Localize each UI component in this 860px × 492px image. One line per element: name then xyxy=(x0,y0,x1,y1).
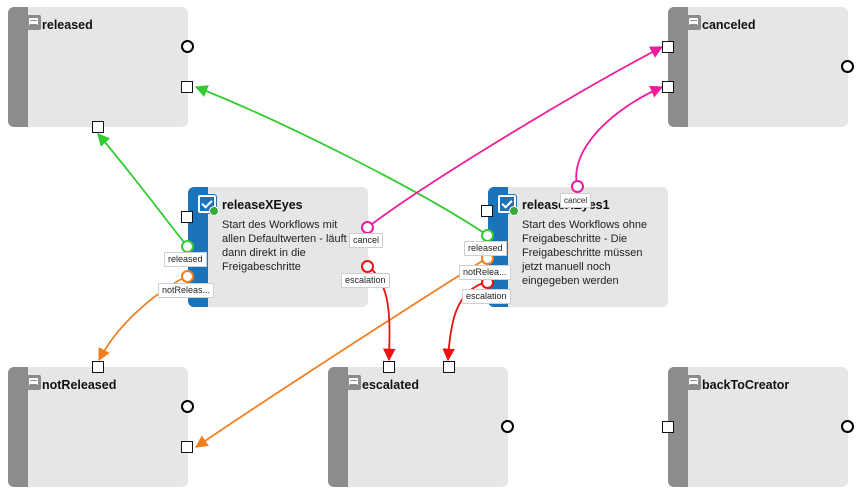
output-port[interactable] xyxy=(181,400,194,413)
port-label-released: released xyxy=(164,252,207,267)
state-bar xyxy=(328,367,348,487)
input-port[interactable] xyxy=(92,361,104,373)
state-backToCreator[interactable]: backToCreator xyxy=(668,367,848,487)
state-title: escalated xyxy=(362,378,419,392)
gear-icon xyxy=(209,206,219,216)
task-check-icon xyxy=(498,195,519,216)
state-icon xyxy=(686,375,701,390)
output-port[interactable] xyxy=(841,60,854,73)
state-icon xyxy=(26,15,41,30)
state-icon xyxy=(26,375,41,390)
input-port[interactable] xyxy=(181,211,193,223)
input-port[interactable] xyxy=(383,361,395,373)
gear-icon xyxy=(509,206,519,216)
state-icon xyxy=(346,375,361,390)
edge-t1-released xyxy=(97,133,188,247)
edge-t2-cancel xyxy=(575,85,664,186)
port-label-escalation: escalation xyxy=(341,273,390,288)
edge-t2-released xyxy=(194,85,488,236)
state-title: released xyxy=(42,18,93,32)
state-title: backToCreator xyxy=(702,378,790,392)
input-port[interactable] xyxy=(662,41,674,53)
edge-t2-escalation xyxy=(442,281,488,362)
state-title: canceled xyxy=(702,18,756,32)
edge-t1-escalation xyxy=(367,265,396,362)
state-icon xyxy=(686,15,701,30)
state-bar xyxy=(668,7,688,127)
input-port[interactable] xyxy=(181,81,193,93)
task-releaseXEyes[interactable]: releaseXEyes Start des Workflows mit all… xyxy=(188,187,368,307)
state-bar xyxy=(8,7,28,127)
port-escalation[interactable] xyxy=(361,260,374,273)
state-bar xyxy=(8,367,28,487)
task-title: releaseXEyes xyxy=(222,198,303,212)
port-label-notreleased: notReleas... xyxy=(158,283,215,298)
task-description: Start des Workflows ohne Freigabeschritt… xyxy=(522,219,648,287)
output-port[interactable] xyxy=(181,40,194,53)
input-port[interactable] xyxy=(662,421,674,433)
task-description: Start des Workflows mit allen Defaultwer… xyxy=(222,219,347,273)
state-canceled[interactable]: canceled xyxy=(668,7,848,127)
port-cancel[interactable] xyxy=(571,180,584,193)
port-label-released: released xyxy=(464,241,507,256)
output-port[interactable] xyxy=(501,420,514,433)
port-label-notreleased: notRelea... xyxy=(459,265,511,280)
input-port[interactable] xyxy=(443,361,455,373)
edge-t1-notreleased xyxy=(98,275,188,362)
output-port[interactable] xyxy=(841,420,854,433)
task-check-icon xyxy=(198,195,219,216)
port-label-cancel: cancel xyxy=(560,193,592,208)
edge-t1-cancel xyxy=(367,46,664,228)
state-released[interactable]: released xyxy=(8,7,188,127)
state-title: notReleased xyxy=(42,378,117,392)
port-label-cancel: cancel xyxy=(349,233,384,248)
state-escalated[interactable]: escalated xyxy=(328,367,508,487)
input-port[interactable] xyxy=(662,81,674,93)
port-notreleased[interactable] xyxy=(181,270,194,283)
input-port[interactable] xyxy=(481,205,493,217)
port-label-escalation: escalation xyxy=(462,289,511,304)
edge-t2-notreleased xyxy=(194,257,488,448)
input-port[interactable] xyxy=(92,121,104,133)
state-notReleased[interactable]: notReleased xyxy=(8,367,188,487)
state-bar xyxy=(668,367,688,487)
input-port[interactable] xyxy=(181,441,193,453)
